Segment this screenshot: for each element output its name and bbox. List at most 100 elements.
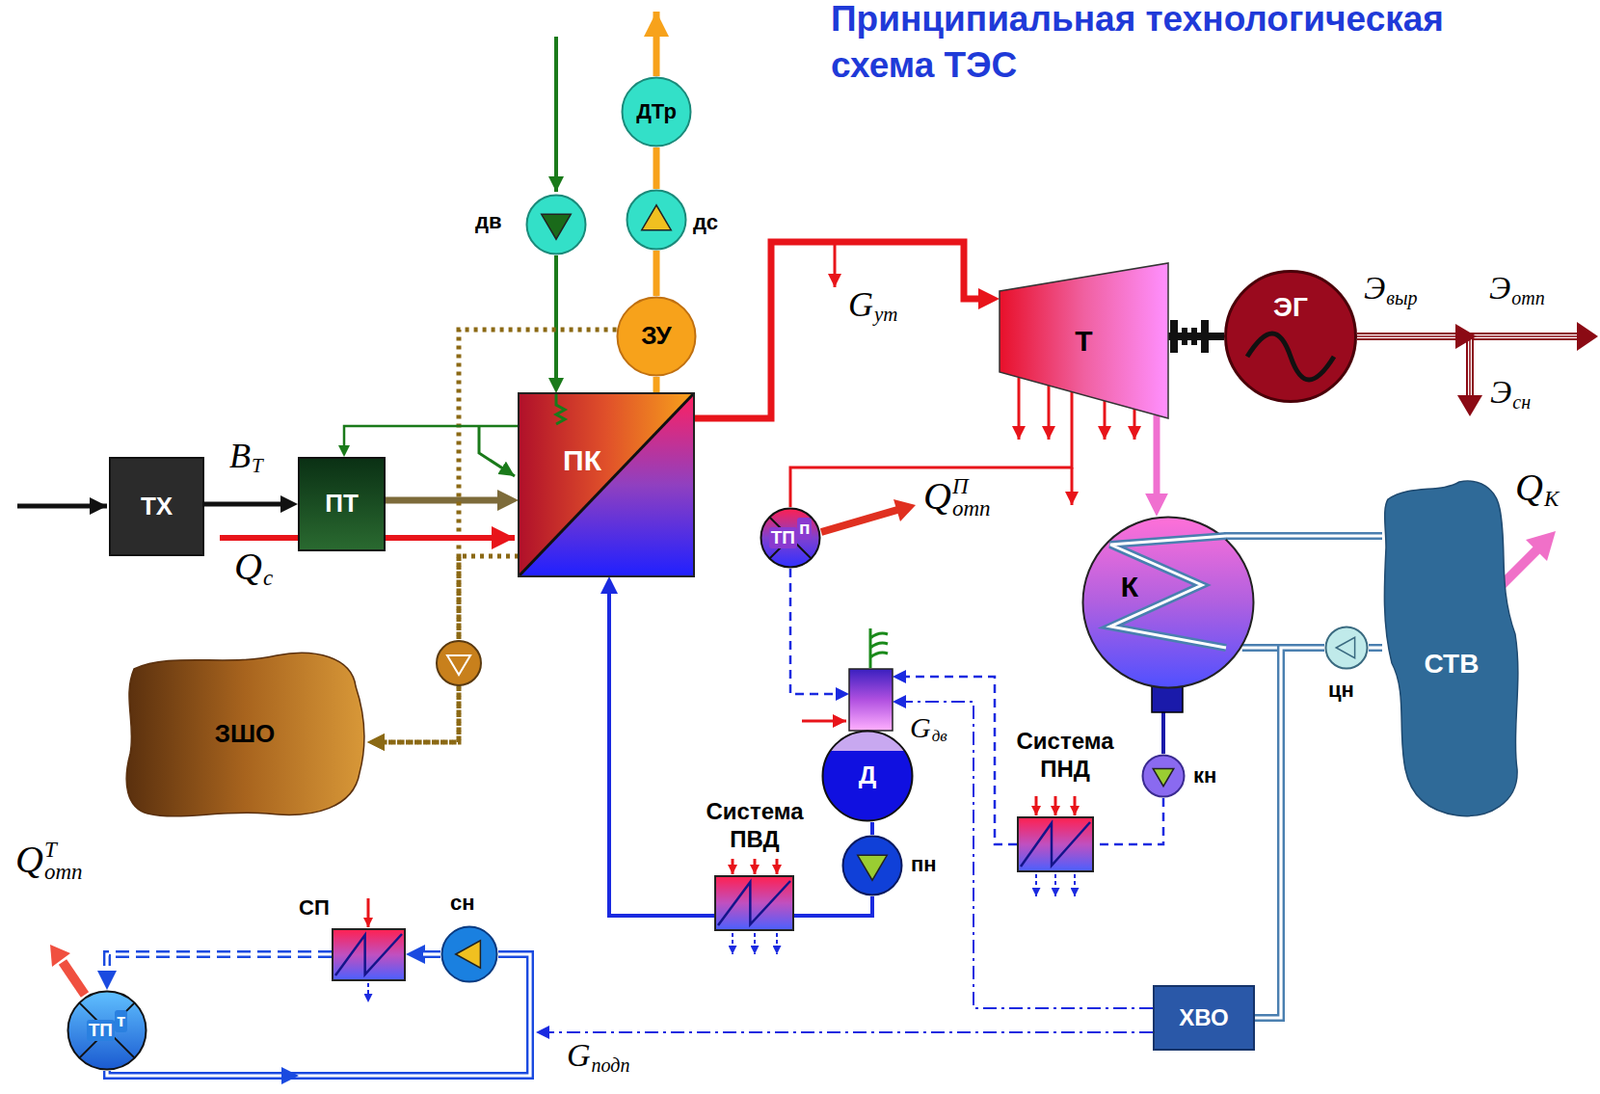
pipe-inner-line bbox=[423, 952, 441, 956]
ash-dump: ЗШО bbox=[122, 647, 368, 822]
heater-drain-arrows bbox=[731, 933, 734, 955]
index-column: ут bbox=[874, 304, 899, 325]
pump-triangle bbox=[455, 940, 481, 969]
flow-connector bbox=[204, 504, 288, 506]
flue-gas-arrow bbox=[656, 11, 658, 77]
return-flow-arrow bbox=[281, 1066, 299, 1085]
condenser-circle: К bbox=[1081, 515, 1255, 690]
symbol-letter: G bbox=[848, 287, 874, 322]
subscript: ут bbox=[874, 304, 899, 325]
math-symbol: QПотп bbox=[923, 477, 991, 520]
superscript: П bbox=[952, 475, 991, 498]
condenser-circle-outline bbox=[1081, 515, 1255, 690]
flow-connector bbox=[543, 1032, 1153, 1034]
boiler-box-outline bbox=[518, 393, 694, 577]
mill-box: ПТ bbox=[297, 456, 386, 552]
shaft-coupling bbox=[1200, 320, 1209, 353]
fuel-input-arrow bbox=[17, 504, 107, 509]
node-label: сн bbox=[450, 890, 476, 916]
power-output-line bbox=[1357, 336, 1581, 400]
heater-drain-arrows bbox=[753, 933, 756, 955]
index-column: Потп bbox=[952, 475, 991, 520]
shaft-coupling bbox=[1191, 327, 1198, 346]
heater-body bbox=[332, 929, 405, 981]
pump-triangle bbox=[1335, 637, 1355, 659]
pipe-inner-line bbox=[1368, 645, 1383, 649]
node-label: п bbox=[797, 517, 812, 540]
flow-connector bbox=[556, 255, 558, 384]
process-heat-arrow bbox=[821, 499, 916, 533]
fuel-input-arrow bbox=[17, 506, 107, 507]
water-side bbox=[518, 393, 694, 577]
subscript: отп bbox=[952, 497, 991, 520]
flow-connector bbox=[377, 556, 519, 743]
symbol-letter: Q bbox=[15, 840, 44, 880]
shaft-coupling bbox=[1181, 327, 1188, 346]
heater-box-outline bbox=[331, 928, 406, 982]
node-label: ПТ bbox=[324, 488, 359, 519]
heater-tube bbox=[718, 880, 791, 926]
flow-line bbox=[794, 896, 873, 916]
index-column: выр bbox=[1386, 288, 1417, 308]
node-label: дв bbox=[475, 209, 503, 235]
text-holder: СТВ bbox=[1382, 647, 1521, 681]
diagram-title: Принципиальная технологическая схема ТЭС bbox=[830, 0, 1448, 89]
heat-exchanger-circle: ТПт bbox=[66, 989, 148, 1071]
pipe-inner-line bbox=[106, 954, 332, 972]
pump-triangle bbox=[541, 213, 572, 240]
pump-circle-outline bbox=[1141, 753, 1186, 799]
symbol-letter: Э bbox=[1489, 271, 1511, 305]
subscript: отп bbox=[44, 860, 83, 883]
circle-fill bbox=[843, 836, 903, 896]
math-symbol: Qс bbox=[234, 547, 273, 589]
condenser-hotwell bbox=[1151, 685, 1183, 713]
flow-line bbox=[1093, 798, 1164, 845]
flow-line bbox=[543, 1031, 1153, 1034]
flow-line bbox=[790, 568, 842, 694]
heater-body bbox=[715, 876, 794, 931]
node-label: дс bbox=[693, 210, 719, 236]
return-flow-arrow bbox=[281, 1066, 299, 1085]
boiler-box: ПК bbox=[518, 393, 694, 577]
air-intake-arrow bbox=[556, 36, 558, 192]
generator-circle: ЭГ bbox=[1224, 269, 1358, 403]
node-label: ТП bbox=[769, 527, 798, 550]
pipe-line bbox=[1254, 647, 1325, 1018]
stack-circle: ДТр bbox=[620, 76, 693, 148]
ash-pump bbox=[436, 640, 481, 686]
subscript: подп bbox=[591, 1055, 631, 1075]
box-fill bbox=[298, 457, 385, 551]
deaerator-outline bbox=[821, 667, 914, 823]
pipe-line bbox=[1224, 532, 1383, 540]
symbol-letter: Q bbox=[234, 547, 263, 587]
pump-circle-outline bbox=[841, 834, 904, 897]
circle-fill bbox=[1143, 755, 1185, 798]
index-column: подп bbox=[591, 1055, 631, 1075]
math-symbol: QТотп bbox=[15, 840, 83, 883]
text-holder: дв bbox=[475, 209, 503, 235]
flow-line bbox=[385, 497, 507, 505]
node-label: СТВ bbox=[1382, 647, 1521, 681]
heater-drain-arrows bbox=[1073, 874, 1076, 897]
text-holder: дс bbox=[693, 210, 719, 236]
node-label: ТХ bbox=[140, 491, 173, 522]
pipe-connector bbox=[106, 954, 332, 979]
fan-circle-outline bbox=[525, 193, 587, 256]
circle-fill bbox=[442, 927, 498, 983]
heater-body bbox=[1017, 817, 1094, 872]
box-fill bbox=[109, 457, 204, 556]
index-column: дв bbox=[932, 727, 948, 745]
pump-circle: сн bbox=[440, 925, 499, 984]
heater-tube bbox=[335, 933, 402, 976]
symbol-letter: B bbox=[229, 438, 251, 474]
circle-fill bbox=[761, 508, 821, 568]
fan-circle: дв bbox=[525, 193, 587, 256]
math-symbol: Эсн bbox=[1490, 375, 1531, 412]
subscript: с bbox=[263, 566, 273, 589]
heater-box: Система ПНД bbox=[1016, 816, 1094, 873]
node-label: ДТр bbox=[636, 99, 677, 125]
deaerator-column bbox=[849, 668, 893, 731]
steam-branch-arrow bbox=[833, 241, 837, 288]
symbol-letter: G bbox=[909, 713, 932, 743]
circle-fill bbox=[527, 195, 587, 255]
